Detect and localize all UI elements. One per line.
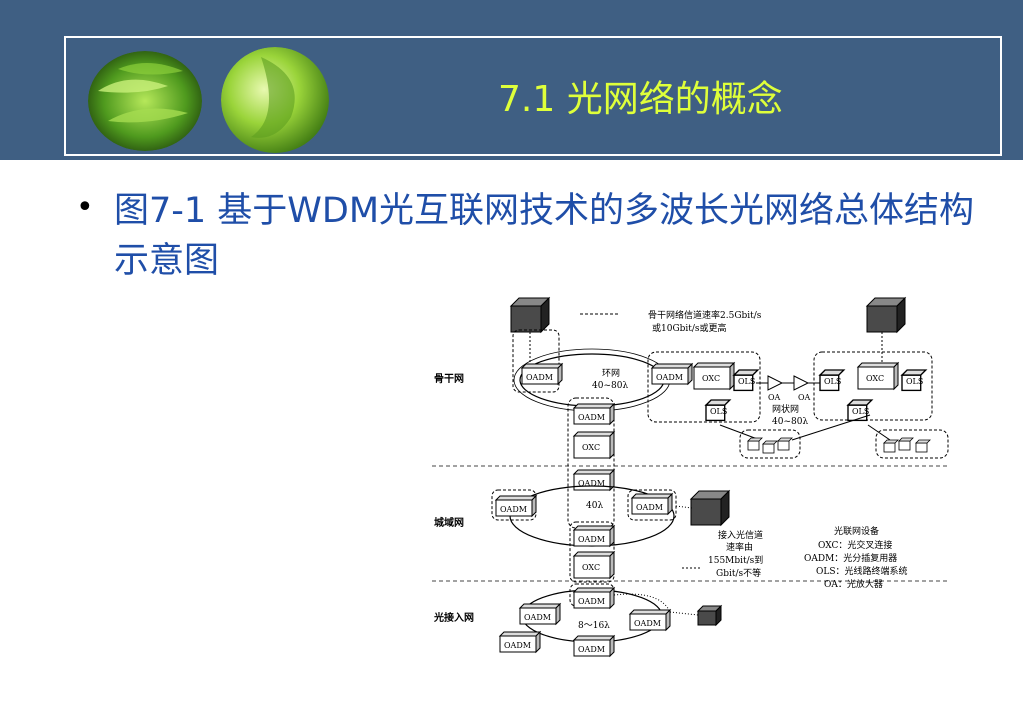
- oa-label-1: OA: [768, 393, 781, 402]
- oadm-backbone-right: OADM: [651, 363, 693, 385]
- oadm-backbone-left: OADM: [521, 363, 563, 385]
- equipment-oa: OA：光放大器: [824, 578, 883, 590]
- legend-rate-line1: 骨干网络信道速率2.5Gbit/s: [648, 309, 762, 321]
- header-frame: [64, 36, 1002, 156]
- svg-text:OXC: OXC: [866, 374, 884, 383]
- ring-access-label: 8～16λ: [578, 621, 610, 631]
- ols-backbone-1: OLS: [733, 369, 759, 392]
- oa-label-2: OA: [798, 393, 811, 402]
- ring-backbone-line2: 40~80λ: [592, 381, 628, 391]
- oa-amplifier-1: [767, 375, 784, 391]
- label-backbone: 骨干网: [434, 373, 464, 385]
- oadm-access-top: OADM: [573, 587, 615, 609]
- svg-text:OLS: OLS: [710, 407, 727, 416]
- slide-title: 7.1 光网络的概念: [498, 79, 783, 120]
- ring-metro-label: 40λ: [586, 501, 603, 511]
- leaf-image-left: [88, 51, 202, 151]
- access-note-line4: Gbit/s不等: [716, 567, 761, 579]
- equipment-title: 光联网设备: [834, 525, 879, 537]
- slide-header: 7.1 光网络的概念: [0, 0, 1023, 160]
- ols-backbone-5: OLS: [847, 399, 873, 422]
- oadm-access-right: OADM: [629, 609, 671, 631]
- network-diagram: 骨干网 城域网 光接入网 骨干网络信道速率2.5Gbit/s 或10Gbit/s…: [432, 297, 950, 657]
- svg-text:OADM: OADM: [634, 619, 661, 628]
- oxc-backbone-1: OXC: [693, 362, 735, 390]
- host-cube-metro: [690, 490, 730, 526]
- svg-text:OXC: OXC: [702, 374, 720, 383]
- oadm-trunk-2: OADM: [573, 469, 615, 491]
- svg-text:OLS: OLS: [824, 377, 841, 386]
- access-note-line1: 接入光信道: [718, 529, 763, 541]
- oadm-access-far-left: OADM: [499, 631, 541, 653]
- equipment-oadm: OADM：光分插复用器: [804, 552, 897, 564]
- access-note-line3: 155Mbit/s到: [708, 554, 763, 566]
- svg-text:OADM: OADM: [500, 505, 527, 514]
- equipment-oxc: OXC：光交叉连接: [818, 539, 892, 551]
- ols-backbone-3: OLS: [819, 369, 845, 392]
- access-note-line2: 速率由: [726, 541, 753, 553]
- mesh-line1: 网状网: [772, 403, 799, 415]
- ring-backbone-line1: 环网: [602, 368, 620, 379]
- host-cube-top-left: [510, 297, 550, 333]
- oadm-metro-right: OADM: [631, 493, 673, 515]
- svg-text:OLS: OLS: [906, 377, 923, 386]
- host-cube-top-right: [866, 297, 906, 333]
- oadm-access-bottom: OADM: [573, 635, 615, 657]
- svg-text:OADM: OADM: [636, 503, 663, 512]
- svg-text:OADM: OADM: [578, 597, 605, 606]
- leaf-image-right: [221, 47, 329, 153]
- oxc-backbone-2: OXC: [857, 362, 899, 390]
- svg-text:OADM: OADM: [578, 645, 605, 654]
- oadm-access-left: OADM: [519, 603, 561, 625]
- mesh-line2: 40~80λ: [772, 417, 808, 427]
- svg-text:OADM: OADM: [578, 479, 605, 488]
- svg-text:OADM: OADM: [504, 641, 531, 650]
- svg-text:OXC: OXC: [582, 443, 600, 452]
- label-metro: 城域网: [434, 516, 464, 529]
- ols-backbone-2: OLS: [705, 399, 731, 422]
- host-cube-access: [697, 605, 722, 626]
- svg-text:OADM: OADM: [526, 373, 553, 382]
- oxc-trunk-1: OXC: [573, 431, 615, 459]
- oa-amplifier-2: [793, 375, 810, 391]
- svg-text:OLS: OLS: [852, 407, 869, 416]
- equipment-ols: OLS：光线路终端系统: [816, 565, 908, 577]
- legend-rate-line2: 或10Gbit/s或更高: [652, 322, 727, 334]
- oadm-metro-bottom: OADM: [573, 525, 615, 547]
- svg-text:OLS: OLS: [738, 377, 755, 386]
- oxc-metro: OXC: [573, 551, 615, 579]
- label-access: 光接入网: [433, 611, 474, 624]
- ols-backbone-4: OLS: [901, 369, 927, 392]
- oadm-trunk-1: OADM: [573, 403, 615, 425]
- bullet-text: 图7-1 基于WDM光互联网技术的多波长光网络总体结构示意图: [114, 191, 975, 281]
- oadm-metro-left: OADM: [495, 495, 537, 517]
- bullet-marker: •: [76, 190, 94, 225]
- svg-text:OADM: OADM: [578, 413, 605, 422]
- svg-text:OADM: OADM: [578, 535, 605, 544]
- svg-text:OXC: OXC: [582, 563, 600, 572]
- svg-text:OADM: OADM: [524, 613, 551, 622]
- svg-text:OADM: OADM: [656, 373, 683, 382]
